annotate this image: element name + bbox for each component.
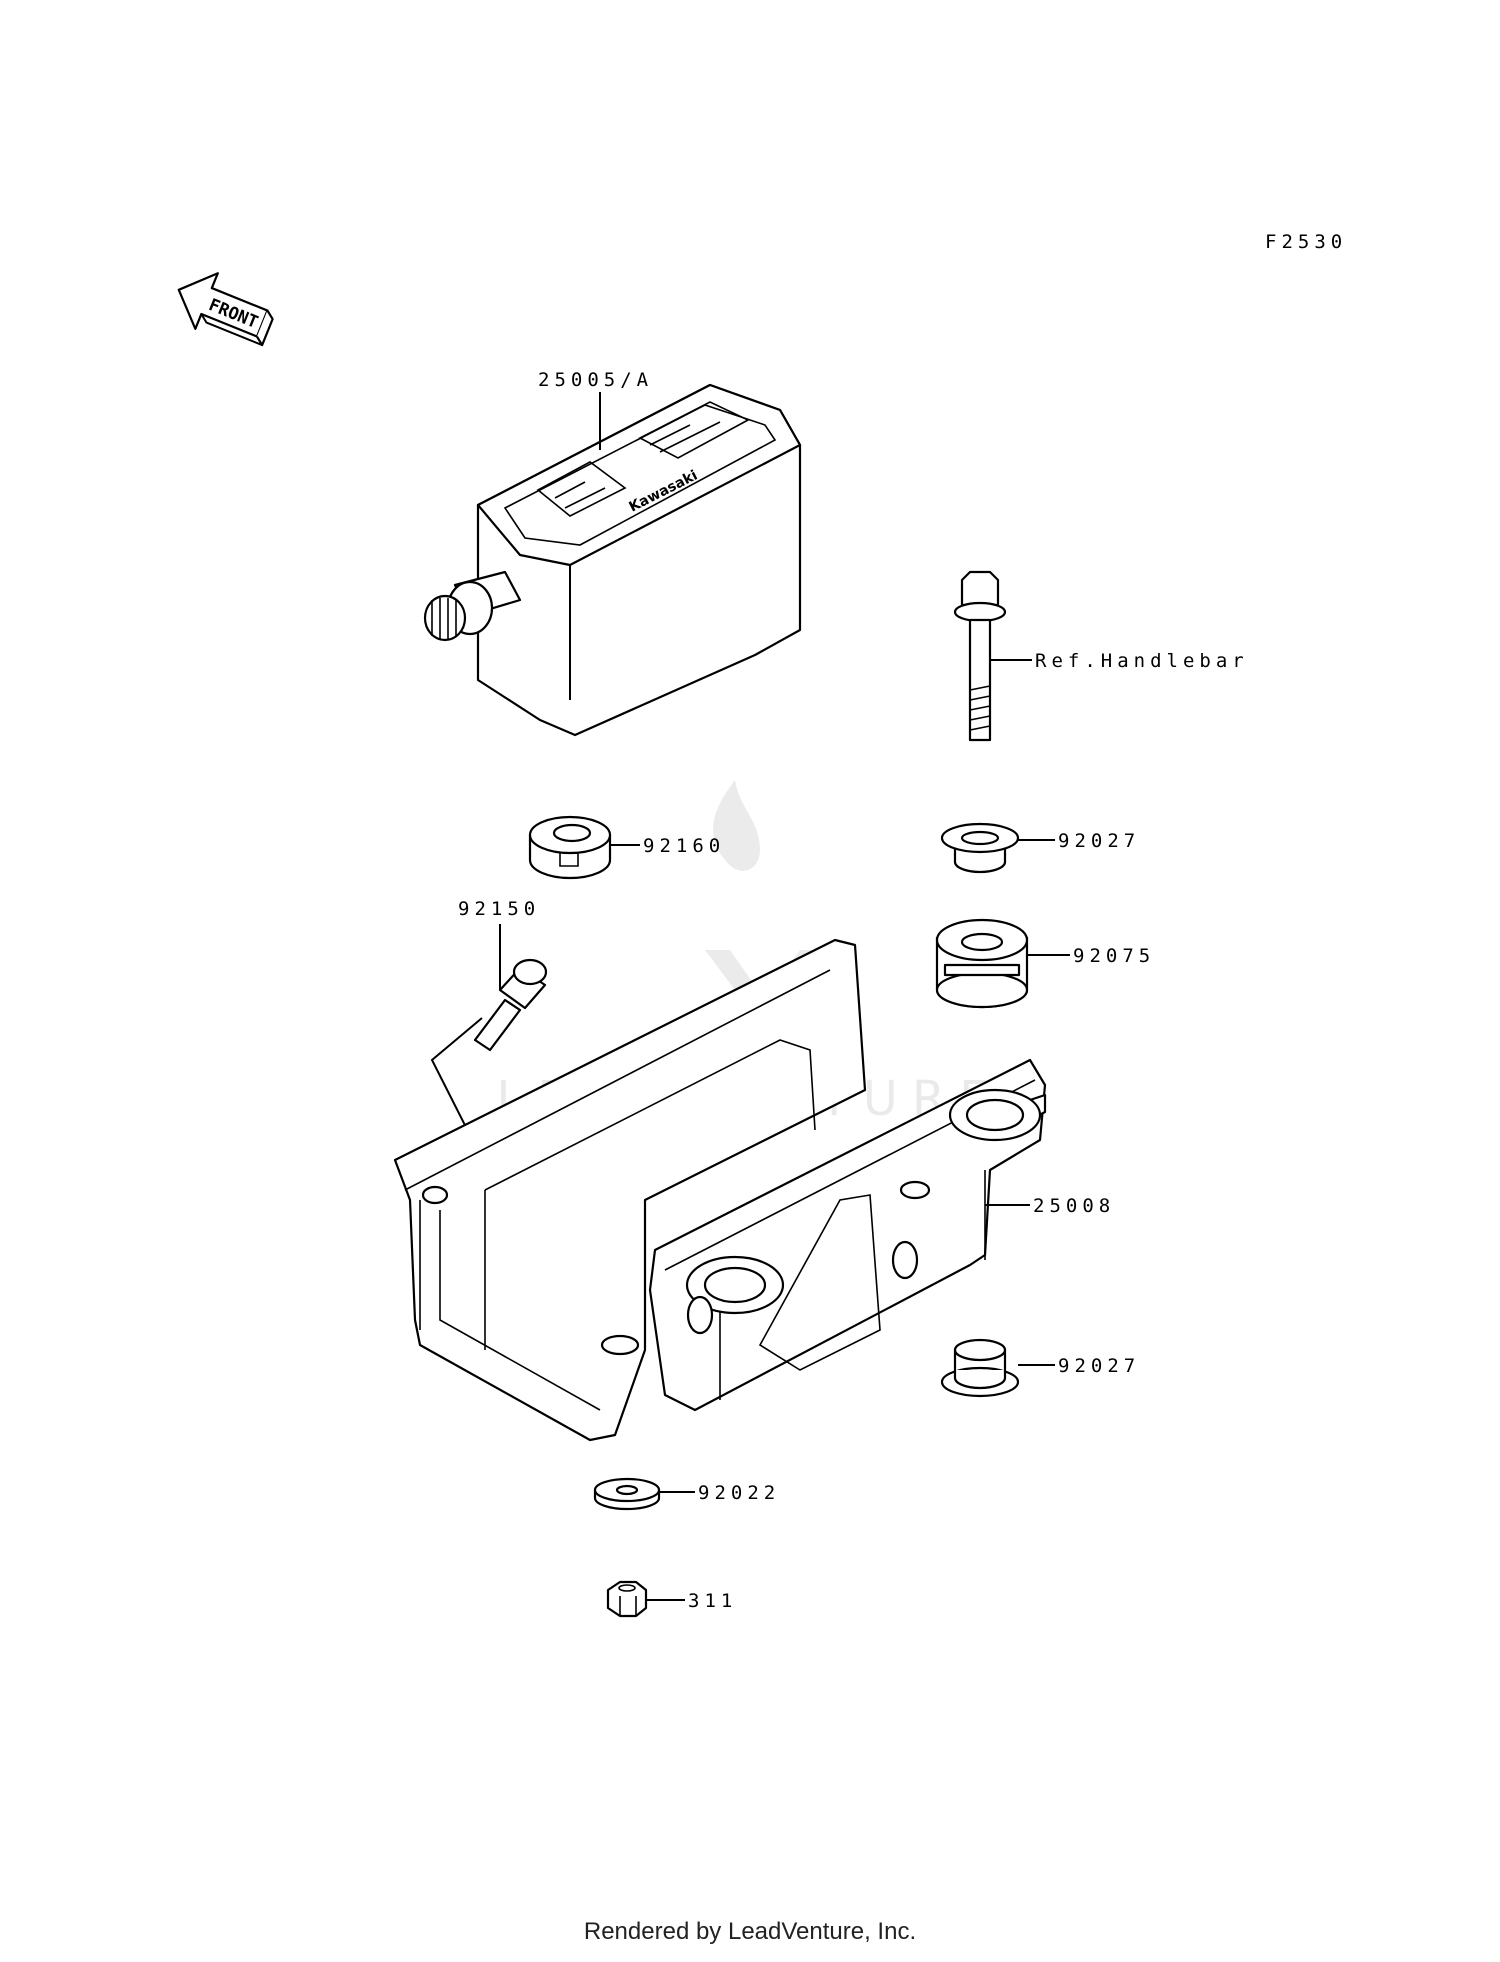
grommet-92160	[528, 815, 612, 880]
label-92027-top: 92027	[1058, 830, 1140, 852]
collar-92027-top	[940, 822, 1020, 874]
washer-92022	[593, 1477, 661, 1511]
label-ref-handlebar: Ref.Handlebar	[1035, 650, 1249, 672]
label-92160: 92160	[643, 835, 725, 857]
label-311: 311	[688, 1590, 737, 1612]
collar-92027-bottom	[940, 1338, 1020, 1398]
bracket-25008	[393, 938, 1047, 1442]
damper-92075	[935, 918, 1029, 1009]
diagram-code: F2530	[1265, 231, 1347, 253]
label-25008: 25008	[1033, 1195, 1115, 1217]
footer-rendered-by: Rendered by LeadVenture, Inc.	[583, 1918, 917, 1945]
label-92150: 92150	[458, 898, 540, 920]
label-92027-bottom: 92027	[1058, 1355, 1140, 1377]
label-92075: 92075	[1073, 945, 1155, 967]
clip-92150	[473, 958, 548, 1052]
bolt-handlebar	[953, 570, 1007, 742]
meter-assembly: Kawasaki	[423, 383, 802, 737]
label-meter: 25005/A	[538, 369, 653, 391]
nut-311	[606, 1580, 648, 1618]
label-92022: 92022	[698, 1482, 780, 1504]
front-arrow-icon: FRONT	[177, 272, 274, 347]
